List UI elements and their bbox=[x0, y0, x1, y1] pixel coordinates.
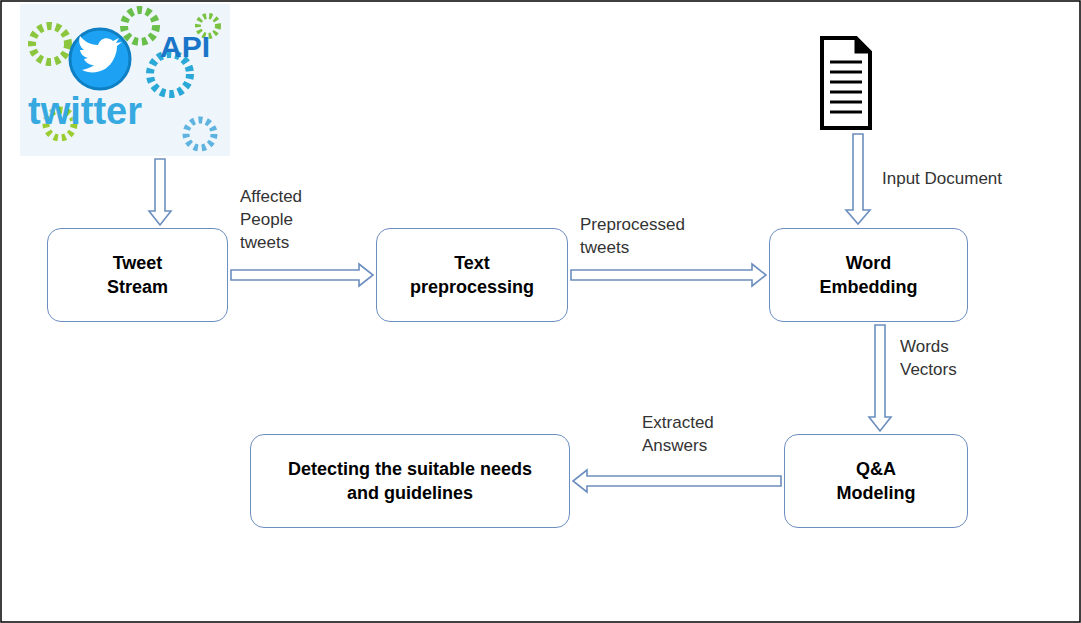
process-box: Text preprocessing bbox=[376, 228, 568, 322]
process-box: Q&A Modeling bbox=[784, 434, 968, 528]
annotation-label: Input Document bbox=[880, 168, 1004, 191]
box-label: Text preprocessing bbox=[402, 251, 542, 300]
process-box: Word Embedding bbox=[769, 228, 968, 322]
process-box: Tweet Stream bbox=[47, 228, 228, 322]
logo-node: API twitter bbox=[20, 4, 230, 156]
box-label: Q&A Modeling bbox=[821, 457, 931, 506]
twitter-logo bbox=[20, 4, 230, 156]
process-box: Detecting the suitable needs and guideli… bbox=[250, 434, 570, 528]
block-arrow bbox=[231, 264, 373, 286]
edge-label: Affected People tweets bbox=[238, 186, 322, 255]
logo-text: twitter bbox=[28, 90, 142, 133]
edge-label: Words Vectors bbox=[898, 336, 982, 382]
input-arrow bbox=[846, 134, 870, 224]
document-icon bbox=[822, 38, 870, 128]
edge-label: Extracted Answers bbox=[640, 412, 754, 458]
block-arrow bbox=[573, 470, 781, 492]
box-label: Detecting the suitable needs and guideli… bbox=[285, 457, 535, 506]
block-arrow bbox=[571, 264, 766, 286]
box-label: Tweet Stream bbox=[88, 251, 188, 300]
block-arrow bbox=[869, 325, 891, 431]
block-arrow bbox=[149, 159, 171, 225]
edge-label: Preprocessed tweets bbox=[578, 214, 702, 260]
box-label: Word Embedding bbox=[809, 251, 929, 300]
logo-text: API bbox=[160, 30, 210, 64]
